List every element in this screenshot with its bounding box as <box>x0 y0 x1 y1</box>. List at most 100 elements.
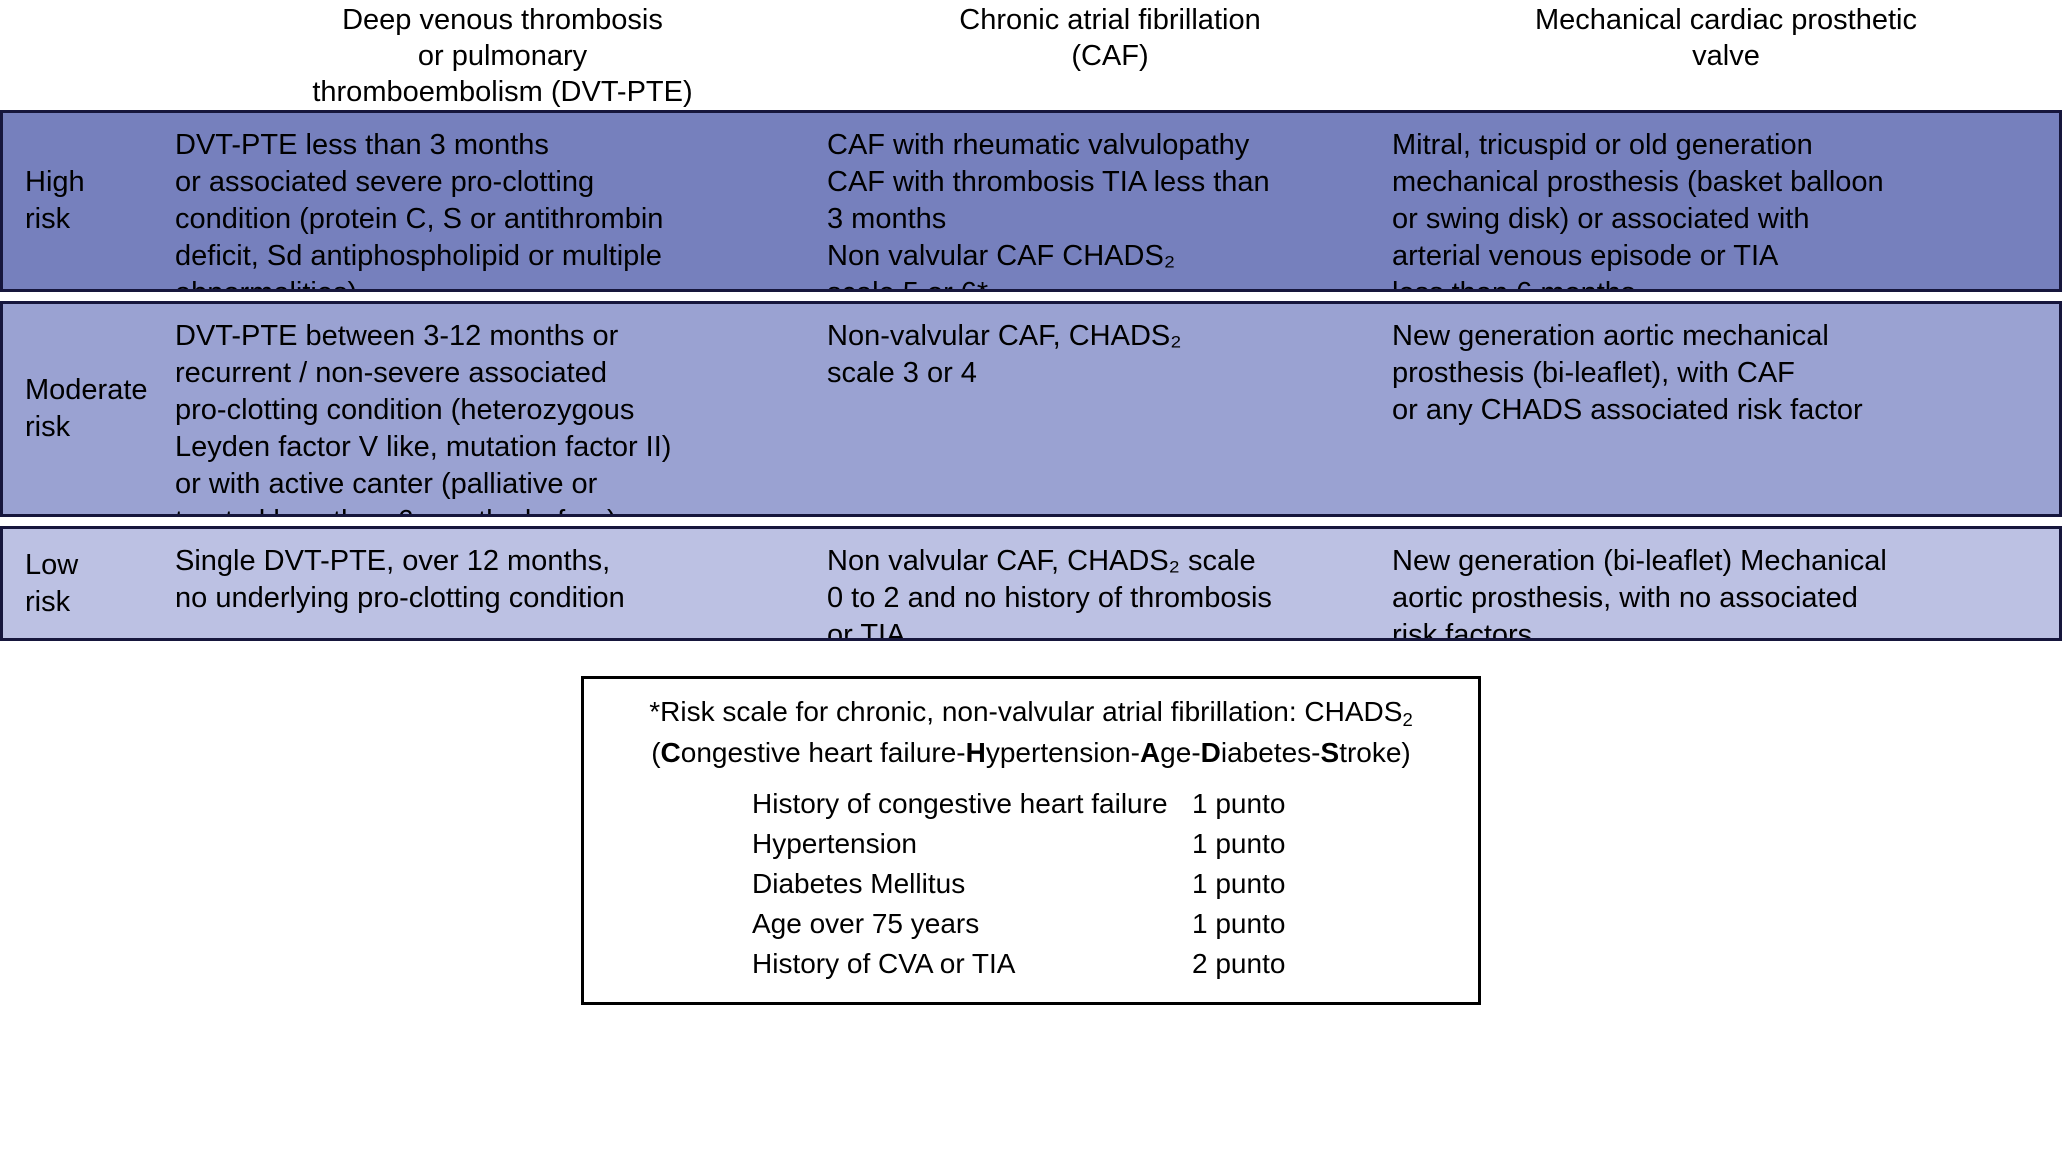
chads2-subscript: 2 <box>1402 709 1413 731</box>
cell-line: recurrent / non-severe associated <box>175 357 607 389</box>
row-label-low-risk: Low risk <box>3 529 175 638</box>
header-line: (CAF) <box>1071 40 1149 72</box>
footnote-wrapper: *Risk scale for chronic, non-valvular at… <box>0 676 2062 1005</box>
cell-moderate-caf: Non-valvular CAF, CHADS₂ scale 3 or 4 <box>827 304 1392 514</box>
cell-line: New generation (bi-leaflet) Mechanical <box>1392 545 1887 577</box>
header-line: valve <box>1692 40 1760 72</box>
cell-line: Non-valvular CAF, CHADS₂ <box>827 320 1182 352</box>
header-line: thromboembolism (DVT-PTE) <box>312 76 693 108</box>
cell-line: DVT-PTE between 3-12 months or <box>175 320 619 352</box>
score-value: 2 punto <box>1192 948 1286 979</box>
cell-line: aortic prosthesis, with no associated <box>1392 582 1858 614</box>
cell-line: or any CHADS associated risk factor <box>1392 394 1863 426</box>
score-criterion: History of CVA or TIA <box>752 948 1016 979</box>
row-label-high-risk: High risk <box>3 113 175 289</box>
cell-high-valve: Mitral, tricuspid or old generation mech… <box>1392 113 2052 289</box>
chads2-initial-letter: S <box>1320 737 1340 768</box>
cell-line: pro-clotting condition (heterozygous <box>175 394 635 426</box>
cell-line: or TIA <box>827 619 906 641</box>
table-row-high-risk: High risk DVT-PTE less than 3 months or … <box>0 110 2062 292</box>
score-value: 1 punto <box>1192 788 1286 819</box>
score-value: 1 punto <box>1192 828 1286 859</box>
cell-line: deficit, Sd antiphospholipid or multiple <box>175 240 662 272</box>
list-item: Diabetes Mellitus 1 punto <box>752 864 1478 904</box>
cell-line: Non valvular CAF CHADS₂ <box>827 240 1176 272</box>
row-label-moderate-risk: Moderate risk <box>3 304 175 514</box>
cell-low-valve: New generation (bi-leaflet) Mechanical a… <box>1392 529 2052 638</box>
score-criterion: Diabetes Mellitus <box>752 868 966 899</box>
row-label-line: Low <box>25 548 79 581</box>
chads2-legend-box: *Risk scale for chronic, non-valvular at… <box>581 676 1481 1005</box>
cell-line: arterial venous episode or TIA <box>1392 240 1779 272</box>
header-line: Chronic atrial fibrillation <box>959 4 1261 36</box>
cell-line: Non valvular CAF, CHADS₂ scale <box>827 545 1256 577</box>
cell-line: scale 3 or 4 <box>827 357 977 389</box>
legend-title-text: *Risk scale for chronic, non-valvular at… <box>649 696 1403 727</box>
cell-line: Single DVT-PTE, over 12 months, <box>175 545 611 577</box>
cell-line: CAF with thrombosis TIA less than <box>827 166 1270 198</box>
list-item: Age over 75 years 1 punto <box>752 904 1478 944</box>
chads2-word-fragment: ge- <box>1160 737 1201 768</box>
chads2-word-fragment: ypertension- <box>985 737 1140 768</box>
cell-high-caf: CAF with rheumatic valvulopathy CAF with… <box>827 113 1392 289</box>
cell-line: CAF with rheumatic valvulopathy <box>827 129 1250 161</box>
chads2-initial-letter: D <box>1200 737 1221 768</box>
chads2-initial-letter: C <box>660 737 681 768</box>
cell-high-dvt: DVT-PTE less than 3 months or associated… <box>175 113 827 289</box>
cell-line: New generation aortic mechanical <box>1392 320 1829 352</box>
table-row-low-risk: Low risk Single DVT-PTE, over 12 months,… <box>0 526 2062 641</box>
legend-title-line-1: *Risk scale for chronic, non-valvular at… <box>584 693 1478 734</box>
row-label-line: risk <box>25 203 71 235</box>
chads2-legend-title: *Risk scale for chronic, non-valvular at… <box>584 693 1478 772</box>
cell-low-caf: Non valvular CAF, CHADS₂ scale 0 to 2 an… <box>827 529 1392 638</box>
cell-line: Leyden factor V like, mutation factor II… <box>175 431 672 463</box>
chads2-word-fragment: ongestive heart failure- <box>680 737 966 768</box>
cell-line: scale 5 or 6* <box>827 275 1392 289</box>
cell-line: Mitral, tricuspid or old generation <box>1392 129 1813 161</box>
cell-line: less than 6 months <box>1392 275 2052 289</box>
cell-line: mechanical prosthesis (basket balloon <box>1392 166 1884 198</box>
header-line: or pulmonary <box>417 40 588 72</box>
column-header-caf: Chronic atrial fibrillation (CAF) <box>830 2 1390 110</box>
score-criterion: Age over 75 years <box>752 908 980 939</box>
header-corner-spacer <box>0 2 175 110</box>
cell-line: or associated severe pro-clotting <box>175 166 595 198</box>
score-value: 1 punto <box>1192 908 1286 939</box>
row-label-line: Moderate <box>25 374 148 406</box>
table-row-moderate-risk: Moderate risk DVT-PTE between 3-12 month… <box>0 301 2062 517</box>
cell-line: prosthesis (bi-leaflet), with CAF <box>1392 357 1795 389</box>
chads2-word-fragment: ( <box>651 737 661 768</box>
cell-moderate-valve: New generation aortic mechanical prosthe… <box>1392 304 2052 514</box>
cell-low-dvt: Single DVT-PTE, over 12 months, no under… <box>175 529 827 638</box>
cell-line: DVT-PTE less than 3 months <box>175 129 549 161</box>
list-item: Hypertension 1 punto <box>752 824 1478 864</box>
cell-line: or with active canter (palliative or <box>175 468 598 500</box>
cell-line: risk factors <box>1392 619 1533 641</box>
chads2-initial-letter: A <box>1139 737 1161 768</box>
list-item: History of CVA or TIA 2 punto <box>752 944 1478 984</box>
cell-line: no underlying pro-clotting condition <box>175 582 625 614</box>
cell-line: condition (protein C, S or antithrombin <box>175 203 664 235</box>
cell-moderate-dvt: DVT-PTE between 3-12 months or recurrent… <box>175 304 827 514</box>
column-header-mechanical-valve: Mechanical cardiac prosthetic valve <box>1390 2 2062 110</box>
header-line: Deep venous thrombosis <box>342 4 663 36</box>
chads2-word-fragment: troke) <box>1339 737 1411 768</box>
legend-title-line-2: (Congestive heart failure-Hypertension-A… <box>584 734 1478 772</box>
chads2-word-fragment: iabetes- <box>1220 737 1321 768</box>
cell-line: 3 months <box>827 203 947 235</box>
score-value: 1 punto <box>1192 868 1286 899</box>
column-header-row: Deep venous thrombosis or pulmonary thro… <box>0 0 2062 110</box>
score-criterion: History of congestive heart failure <box>752 788 1168 819</box>
header-line: Mechanical cardiac prosthetic <box>1534 4 1917 36</box>
cell-line: or swing disk) or associated with <box>1392 203 1810 235</box>
cell-line: treated less than 6 months before) <box>175 503 827 514</box>
row-label-line: risk <box>25 411 71 443</box>
row-label-line: risk <box>25 585 71 618</box>
cell-line: abnormalities) <box>175 275 827 289</box>
chads2-initial-letter: H <box>965 737 986 768</box>
row-label-line: High <box>25 166 85 198</box>
score-criterion: Hypertension <box>752 828 917 859</box>
cell-line: 0 to 2 and no history of thrombosis <box>827 582 1272 614</box>
chads2-score-list: History of congestive heart failure 1 pu… <box>584 784 1478 984</box>
